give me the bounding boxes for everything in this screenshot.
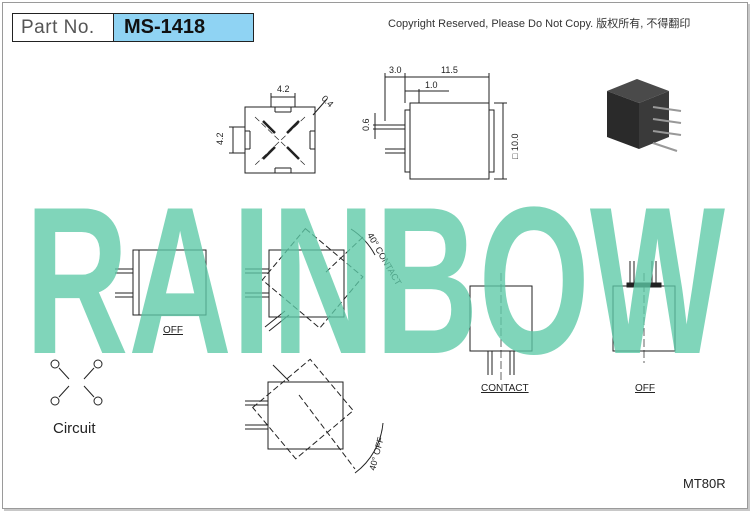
dim-side-b: 11.5: [441, 65, 458, 75]
circuit-label: Circuit: [53, 420, 96, 437]
contact-angled-view: [245, 227, 376, 332]
dim-side-c: 1.0: [425, 80, 438, 90]
dim-side-a: 3.0: [389, 65, 402, 75]
label-off-left: OFF: [163, 325, 183, 336]
part-number: MS-1418: [113, 14, 253, 41]
off-view-left: [115, 249, 207, 316]
label-contact-front: CONTACT: [481, 383, 529, 394]
off-angled-view: [245, 358, 384, 474]
dim-top-diagonal: 0.4: [320, 93, 336, 109]
dim-top-width: 4.2: [277, 84, 290, 94]
part-number-box: Part No. MS-1418: [12, 13, 254, 42]
dim-top-height: 4.2: [215, 132, 225, 145]
label-off-angle: 40° OFF: [367, 436, 386, 472]
off-front-view: [612, 261, 676, 363]
dim-side-e: □ 10.0: [510, 134, 520, 159]
technical-drawing: 4.2 4.2 0.4 3.0 11.5 1.0 0.6 □ 10.0 40° …: [50, 65, 676, 474]
part-label: Part No.: [21, 17, 95, 38]
circuit-symbol: [50, 359, 103, 406]
dim-side-d: 0.6: [361, 118, 371, 131]
copyright-notice: Copyright Reserved, Please Do Not Copy. …: [388, 18, 691, 30]
component-photo: [607, 79, 682, 152]
contact-front-view: [469, 273, 533, 381]
model-code: MT80R: [683, 476, 726, 491]
rainbow-watermark: RAINBOW: [25, 163, 725, 363]
label-off-front: OFF: [635, 383, 655, 394]
top-view: [229, 93, 328, 174]
side-view: [373, 73, 507, 180]
watermark-text: RAINBOW: [25, 163, 725, 363]
